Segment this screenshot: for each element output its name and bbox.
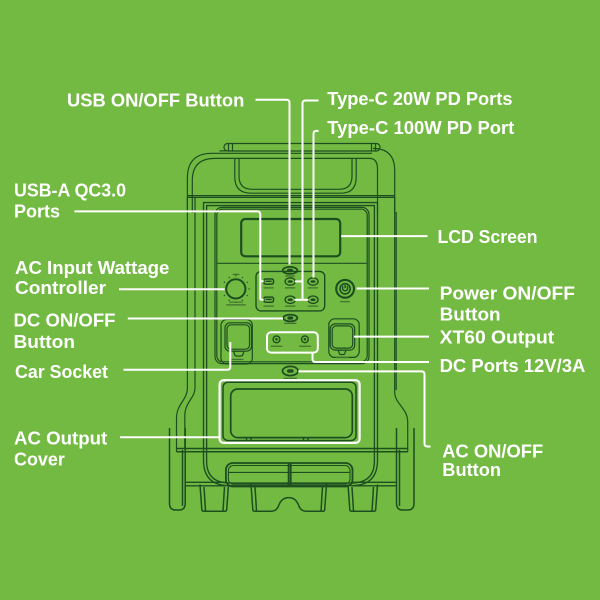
svg-text:USB ON/OFF Button: USB ON/OFF Button xyxy=(67,90,244,111)
svg-text:Car Socket: Car Socket xyxy=(15,361,108,382)
svg-text:AC Input Wattage: AC Input Wattage xyxy=(15,257,169,278)
svg-text:Type-C 100W PD Port: Type-C 100W PD Port xyxy=(327,117,514,138)
svg-text:Button: Button xyxy=(440,303,501,324)
svg-text:Cover: Cover xyxy=(14,448,65,469)
svg-text:AC Output: AC Output xyxy=(14,427,107,448)
svg-text:Button: Button xyxy=(14,331,76,352)
svg-text:DC Ports 12V/3A: DC Ports 12V/3A xyxy=(440,355,586,376)
svg-text:Button: Button xyxy=(442,459,501,480)
svg-text:DC ON/OFF: DC ON/OFF xyxy=(14,309,116,330)
svg-text:XT60 Output: XT60 Output xyxy=(440,327,555,348)
svg-text:Power ON/OFF: Power ON/OFF xyxy=(440,282,575,303)
svg-text:Type-C 20W PD Ports: Type-C 20W PD Ports xyxy=(327,88,512,109)
svg-text:LCD Screen: LCD Screen xyxy=(438,226,538,247)
svg-text:USB-A QC3.0: USB-A QC3.0 xyxy=(14,180,126,201)
svg-text:Ports: Ports xyxy=(14,201,60,222)
svg-text:Controller: Controller xyxy=(15,277,106,298)
svg-text:AC ON/OFF: AC ON/OFF xyxy=(442,440,543,461)
